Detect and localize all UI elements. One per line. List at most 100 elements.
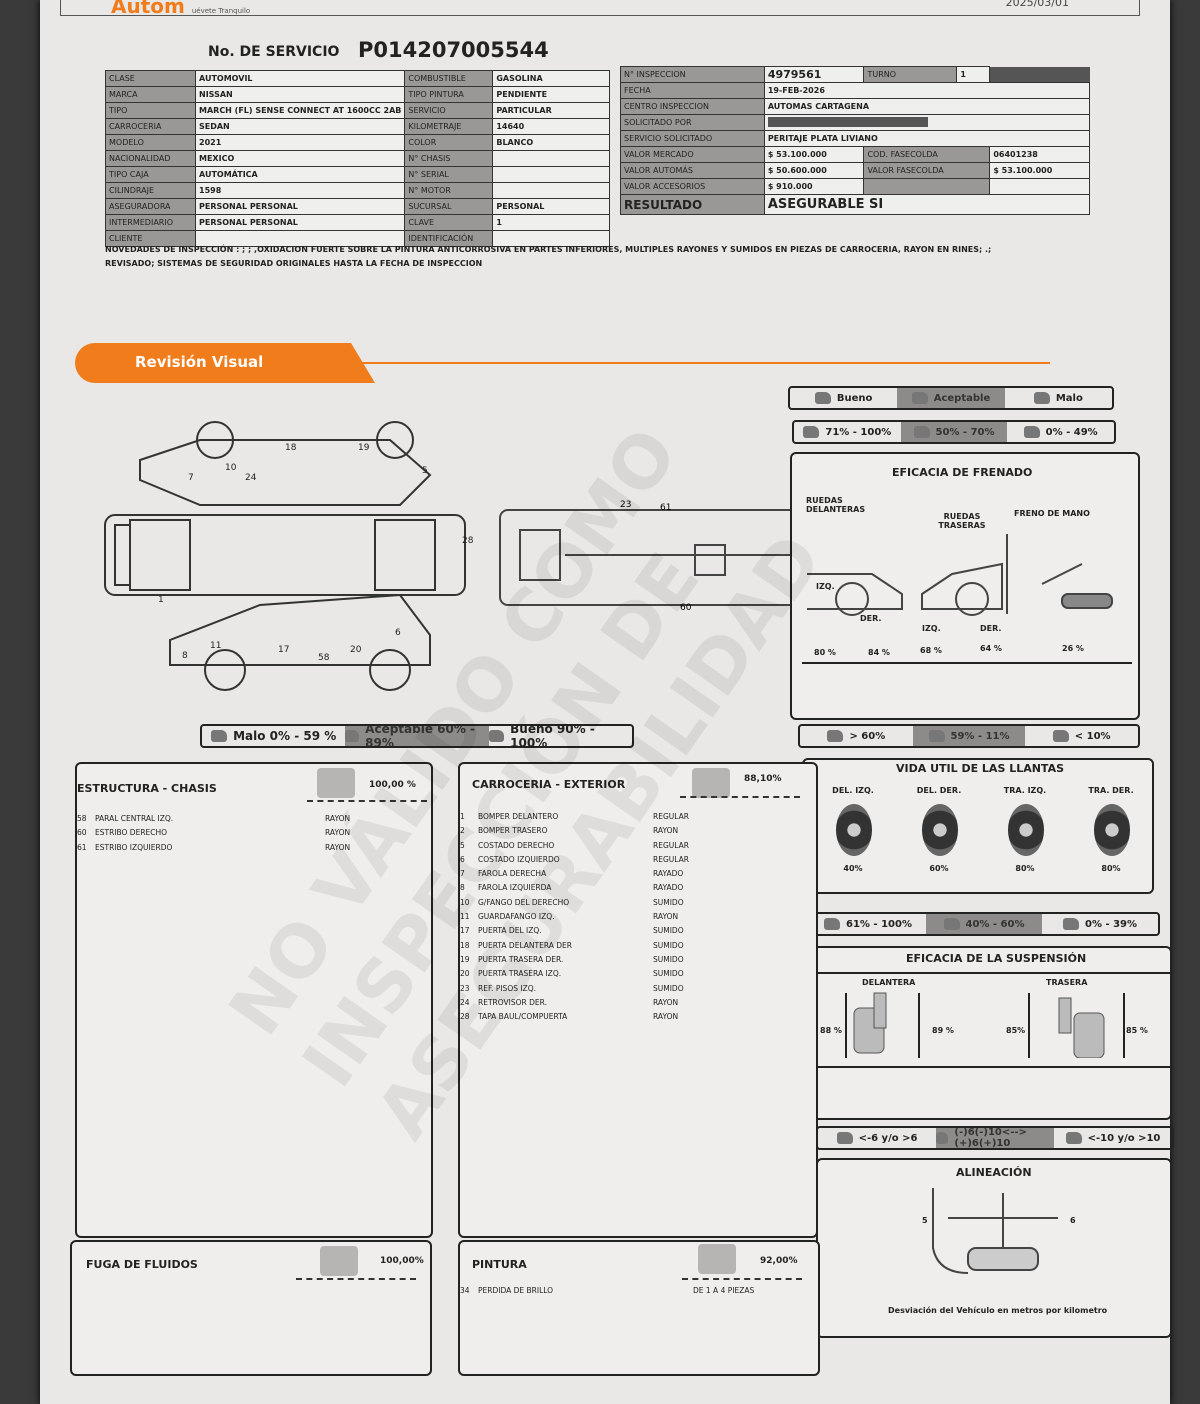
thumbs-down-icon [1023,426,1040,438]
thumbs-up-icon [827,730,844,742]
value: AUTOMÁTICA [194,166,406,183]
diagram-label: 10 [225,463,237,473]
legend-label: 0% - 39% [1084,918,1138,930]
alignment-right: 6 [1070,1216,1076,1225]
thumbs-sideways-icon [913,426,930,438]
legend-item: Malo [1005,388,1112,408]
item-number: 60 [77,828,87,838]
alignment-title: ALINEACIÓN [956,1166,1032,1179]
legend-item: 61% - 100% [810,914,926,934]
thumbs-up-icon [488,730,505,742]
tire-value: 80% [1015,864,1035,873]
legend-item: 71% - 100% [794,422,901,442]
divider [296,1278,416,1280]
label: TURNO [863,66,958,83]
diagram-label: 58 [318,653,330,663]
item-description: GUARDAFANGO IZQ. [478,912,555,922]
value [492,166,610,183]
inspection-report-page: Autom uévete Tranquilo 2025/03/01 No. DE… [40,0,1174,1404]
solicitado-redacted [763,114,1091,131]
item-number: 17 [460,926,470,936]
legend-label: < 10% [1074,730,1111,742]
susp-front-right: 89 % [932,1026,954,1035]
legend-item: Aceptable [897,388,1005,408]
item-number: 18 [460,940,470,950]
tire-value: 80% [1101,864,1121,873]
front-wheels-label: RUEDAS DELANTERAS [806,496,866,514]
legend-item: < 10% [1025,726,1138,746]
item-status: RAYON [653,997,679,1007]
item-status: SUMIDO [653,954,684,964]
value: 14640 [492,118,610,135]
label: SOLICITADO POR [620,114,765,131]
diagram-label: 11 [210,641,221,651]
item-number: 8 [460,883,465,893]
fecha: 19-Feb-2026 [763,82,1091,99]
diagram-label: 20 [350,645,362,655]
der-label: DER. [860,614,882,623]
diagram-label: 17 [278,645,289,655]
item-number: 1 [460,812,465,821]
rear-label: TRASERA [1046,978,1088,987]
label: CARROCERIA [105,118,196,135]
legend-label: 59% - 11% [950,730,1010,742]
label: FECHA [620,82,765,99]
item-number: 61 [77,842,87,852]
label: VALOR MERCADO [620,146,765,163]
legend-item: 0% - 49% [1007,422,1114,442]
legend-label: Aceptable [933,392,991,404]
centro: AUTOMAS CARTAGENA [763,98,1091,115]
car-diagram: 181910247528216811175820 [104,421,474,691]
legend-label: 71% - 100% [825,426,892,438]
legend-label: > 60% [849,730,886,742]
inspection-number: 4979561 [763,66,865,83]
thumbs-sideways-icon [936,1132,949,1144]
label: SERVICIO [404,102,494,119]
turno: 1 [956,66,991,83]
value: MARCH (FL) SENSE CONNECT AT 1600CC 2AB [194,102,406,119]
diagram-label: 23 [620,500,631,510]
diagram-label: 7 [188,473,194,483]
tire-label: DEL. DER. [916,786,962,795]
diagram-label: 5 [422,466,428,476]
item-description: PUERTA DEL IZQ. [478,926,542,936]
item-status: DE 1 A 4 PIEZAS [693,1286,755,1295]
label: TIPO [105,102,196,119]
label: COLOR [404,134,494,151]
susp-front-left: 88 % [820,1026,842,1035]
diagram-label: 8 [182,651,188,661]
legend-label: Bueno [836,392,873,404]
item-description: FAROLA IZQUIERDA [478,883,552,893]
item-status: RAYON [325,828,351,838]
value: AUTOMOVIL [194,70,406,87]
value: PENDIENTE [492,86,610,103]
value: SEDAN [194,118,406,135]
tire-icon [836,804,872,856]
tire-icon [1094,804,1130,856]
diagram-label: 28 [462,536,474,546]
exterior-title: CARROCERIA - EXTERIOR [472,778,626,791]
value: PARTICULAR [492,102,610,119]
izq-label: IZQ. [922,624,941,633]
suspension-panel: EFICACIA DE LA SUSPENSIÓN DELANTERA TRAS… [812,946,1172,1120]
thumbs-up-icon [320,1246,358,1276]
label: CLAVE [404,214,494,231]
thumbs-down-icon [1062,918,1079,930]
label: MARCA [105,86,196,103]
item-description: RETROVISOR DER. [478,997,547,1007]
diagram-label: 18 [285,443,297,453]
legend-item: Bueno [790,388,897,408]
izq-label: IZQ. [816,582,835,591]
servicio: PERITAJE PLATA LIVIANO [763,130,1091,147]
brake-front-left: 80 % [814,648,836,657]
